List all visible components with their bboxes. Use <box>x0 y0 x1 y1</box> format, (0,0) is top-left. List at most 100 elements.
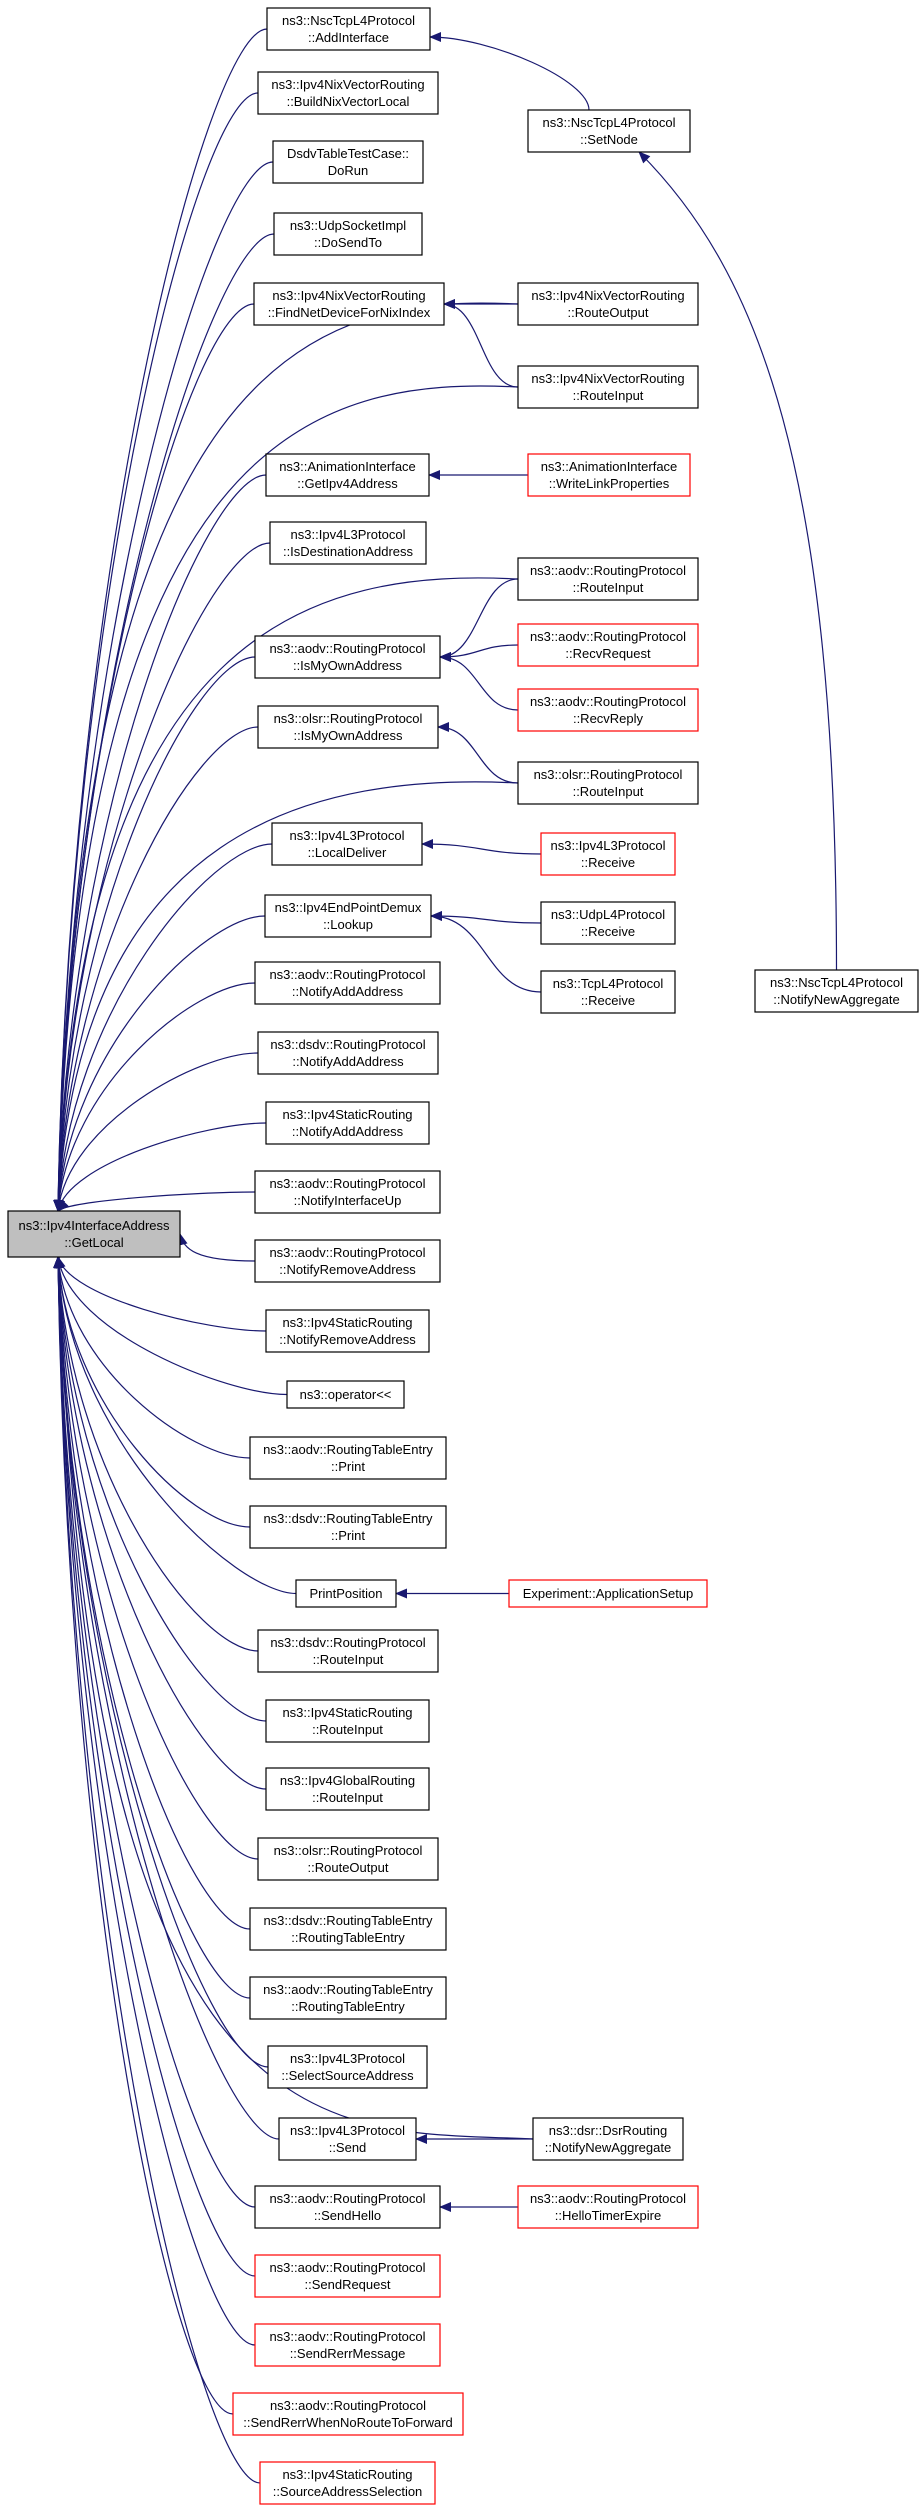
node-n12[interactable]: ns3::aodv::RoutingProtocol::NotifyAddAdd… <box>254 961 441 1005</box>
node-label-line: ::BuildNixVectorLocal <box>287 94 410 109</box>
node-c12[interactable]: Experiment::ApplicationSetup <box>508 1579 708 1608</box>
node-box <box>273 212 423 256</box>
node-label-line: ::NotifyNewAggregate <box>773 992 899 1007</box>
edge-n24-to-root <box>53 1256 267 1790</box>
node-d1[interactable]: ns3::NscTcpL4Protocol::NotifyNewAggregat… <box>754 969 919 1013</box>
edge-n7-to-root <box>53 542 271 1212</box>
node-n26[interactable]: ns3::dsdv::RoutingTableEntry::RoutingTab… <box>249 1907 447 1951</box>
edge-c10-to-n11 <box>430 911 542 924</box>
edge-n10-to-root <box>53 843 273 1212</box>
edge-n15-to-root <box>57 1191 256 1212</box>
node-n4[interactable]: ns3::UdpSocketImpl::DoSendTo <box>273 212 423 256</box>
node-root[interactable]: ns3::Ipv4InterfaceAddress::GetLocal <box>7 1210 181 1258</box>
node-n20[interactable]: ns3::dsdv::RoutingTableEntry::Print <box>249 1505 447 1549</box>
node-n33[interactable]: ns3::aodv::RoutingProtocol::SendRerrWhen… <box>232 2392 464 2436</box>
node-label-line: ::SendRerrMessage <box>290 2346 406 2361</box>
node-c10[interactable]: ns3::UdpL4Protocol::Receive <box>540 901 676 945</box>
node-n16[interactable]: ns3::aodv::RoutingProtocol::NotifyRemove… <box>254 1239 441 1283</box>
node-box <box>517 761 699 805</box>
node-box <box>540 970 676 1014</box>
edge-n14-to-root <box>55 1122 267 1212</box>
node-label-line: ::NotifyInterfaceUp <box>294 1193 402 1208</box>
node-c9[interactable]: ns3::Ipv4L3Protocol::Receive <box>540 832 676 876</box>
node-label-line: ns3::dsdv::RoutingTableEntry <box>263 1913 433 1928</box>
node-n29[interactable]: ns3::Ipv4L3Protocol::Send <box>278 2117 417 2161</box>
node-c7[interactable]: ns3::aodv::RoutingProtocol::RecvReply <box>517 688 699 732</box>
node-n17[interactable]: ns3::Ipv4StaticRouting::NotifyRemoveAddr… <box>265 1309 430 1353</box>
node-c1[interactable]: ns3::NscTcpL4Protocol::SetNode <box>527 109 691 153</box>
node-n31[interactable]: ns3::aodv::RoutingProtocol::SendRequest <box>254 2254 441 2298</box>
node-n23[interactable]: ns3::Ipv4StaticRouting::RouteInput <box>265 1699 430 1743</box>
node-label-line: ns3::aodv::RoutingProtocol <box>530 694 686 709</box>
node-label-line: ::RecvReply <box>573 711 644 726</box>
node-box <box>264 894 432 938</box>
nodes: ns3::Ipv4InterfaceAddress::GetLocalns3::… <box>7 7 919 2505</box>
edge-n29-to-root <box>53 1256 280 2140</box>
edge-c8-to-root <box>53 781 519 1212</box>
node-n24[interactable]: ns3::Ipv4GlobalRouting::RouteInput <box>265 1767 430 1811</box>
node-n2[interactable]: ns3::Ipv4NixVectorRouting::BuildNixVecto… <box>257 71 439 115</box>
node-c6[interactable]: ns3::aodv::RoutingProtocol::RecvRequest <box>517 623 699 667</box>
node-label-line: PrintPosition <box>310 1586 383 1601</box>
node-box <box>517 688 699 732</box>
node-c2[interactable]: ns3::Ipv4NixVectorRouting::RouteOutput <box>517 282 699 326</box>
node-n14[interactable]: ns3::Ipv4StaticRouting::NotifyAddAddress <box>265 1101 430 1145</box>
node-label-line: ::NotifyAddAddress <box>292 984 404 999</box>
node-n25[interactable]: ns3::olsr::RoutingProtocol::RouteOutput <box>257 1837 439 1881</box>
edge-n26-to-root <box>53 1256 251 1930</box>
node-n34[interactable]: ns3::Ipv4StaticRouting::SourceAddressSel… <box>259 2461 436 2505</box>
node-box <box>540 832 676 876</box>
node-label-line: ns3::aodv::RoutingProtocol <box>530 563 686 578</box>
node-label-line: ns3::UdpL4Protocol <box>551 907 665 922</box>
node-label-line: ns3::aodv::RoutingTableEntry <box>263 1442 433 1457</box>
node-n6[interactable]: ns3::AnimationInterface::GetIpv4Address <box>265 453 430 497</box>
node-box <box>265 1699 430 1743</box>
node-c8[interactable]: ns3::olsr::RoutingProtocol::RouteInput <box>517 761 699 805</box>
node-n30[interactable]: ns3::aodv::RoutingProtocol::SendHello <box>254 2185 441 2229</box>
node-n8[interactable]: ns3::aodv::RoutingProtocol::IsMyOwnAddre… <box>254 635 441 679</box>
node-label-line: ns3::AnimationInterface <box>279 459 416 474</box>
node-n1[interactable]: ns3::NscTcpL4Protocol::AddInterface <box>266 7 431 51</box>
node-label-line: ns3::Ipv4StaticRouting <box>282 1107 412 1122</box>
node-c11[interactable]: ns3::TcpL4Protocol::Receive <box>540 970 676 1014</box>
node-n19[interactable]: ns3::aodv::RoutingTableEntry::Print <box>249 1436 447 1480</box>
edge-c5-to-root <box>53 577 519 1212</box>
node-label-line: ns3::Ipv4NixVectorRouting <box>271 77 424 92</box>
node-label-line: ns3::aodv::RoutingProtocol <box>269 1245 425 1260</box>
node-n22[interactable]: ns3::dsdv::RoutingProtocol::RouteInput <box>257 1629 439 1673</box>
node-n11[interactable]: ns3::Ipv4EndPointDemux::Lookup <box>264 894 432 938</box>
node-c3[interactable]: ns3::Ipv4NixVectorRouting::RouteInput <box>517 365 699 409</box>
node-box <box>267 2045 428 2089</box>
node-box <box>286 1380 405 1409</box>
node-n7[interactable]: ns3::Ipv4L3Protocol::IsDestinationAddres… <box>269 521 427 565</box>
node-c5[interactable]: ns3::aodv::RoutingProtocol::RouteInput <box>517 557 699 601</box>
node-c13[interactable]: ns3::dsr::DsrRouting::NotifyNewAggregate <box>532 2117 684 2161</box>
node-label-line: ::NotifyRemoveAddress <box>279 1262 416 1277</box>
node-c14[interactable]: ns3::aodv::RoutingProtocol::HelloTimerEx… <box>517 2185 699 2229</box>
node-box <box>508 1579 708 1608</box>
node-label-line: ::RouteInput <box>573 388 644 403</box>
node-n5[interactable]: ns3::Ipv4NixVectorRouting::FindNetDevice… <box>253 282 445 326</box>
node-label-line: ns3::aodv::RoutingProtocol <box>269 2191 425 2206</box>
node-n15[interactable]: ns3::aodv::RoutingProtocol::NotifyInterf… <box>254 1170 441 1214</box>
node-n21[interactable]: PrintPosition <box>295 1579 397 1608</box>
node-n27[interactable]: ns3::aodv::RoutingTableEntry::RoutingTab… <box>249 1976 447 2020</box>
node-c4[interactable]: ns3::AnimationInterface::WriteLinkProper… <box>527 453 691 497</box>
edge-c2-to-root <box>53 302 519 1212</box>
node-label-line: ::RouteInput <box>313 1652 384 1667</box>
edge-n13-to-root <box>54 1052 259 1212</box>
node-box <box>253 282 445 326</box>
node-n10[interactable]: ns3::Ipv4L3Protocol::LocalDeliver <box>271 822 423 866</box>
node-n18[interactable]: ns3::operator<< <box>286 1380 405 1409</box>
node-label-line: ::LocalDeliver <box>308 845 387 860</box>
node-n13[interactable]: ns3::dsdv::RoutingProtocol::NotifyAddAdd… <box>257 1031 439 1075</box>
node-n32[interactable]: ns3::aodv::RoutingProtocol::SendRerrMess… <box>254 2323 441 2367</box>
node-label-line: ::SendRequest <box>304 2277 390 2292</box>
edge-n20-to-root <box>53 1256 251 1528</box>
node-n28[interactable]: ns3::Ipv4L3Protocol::SelectSourceAddress <box>267 2045 428 2089</box>
node-n9[interactable]: ns3::olsr::RoutingProtocol::IsMyOwnAddre… <box>257 705 439 749</box>
node-box <box>278 2117 417 2161</box>
node-n3[interactable]: DsdvTableTestCase::DoRun <box>272 140 424 184</box>
node-label-line: ::Print <box>331 1459 365 1474</box>
